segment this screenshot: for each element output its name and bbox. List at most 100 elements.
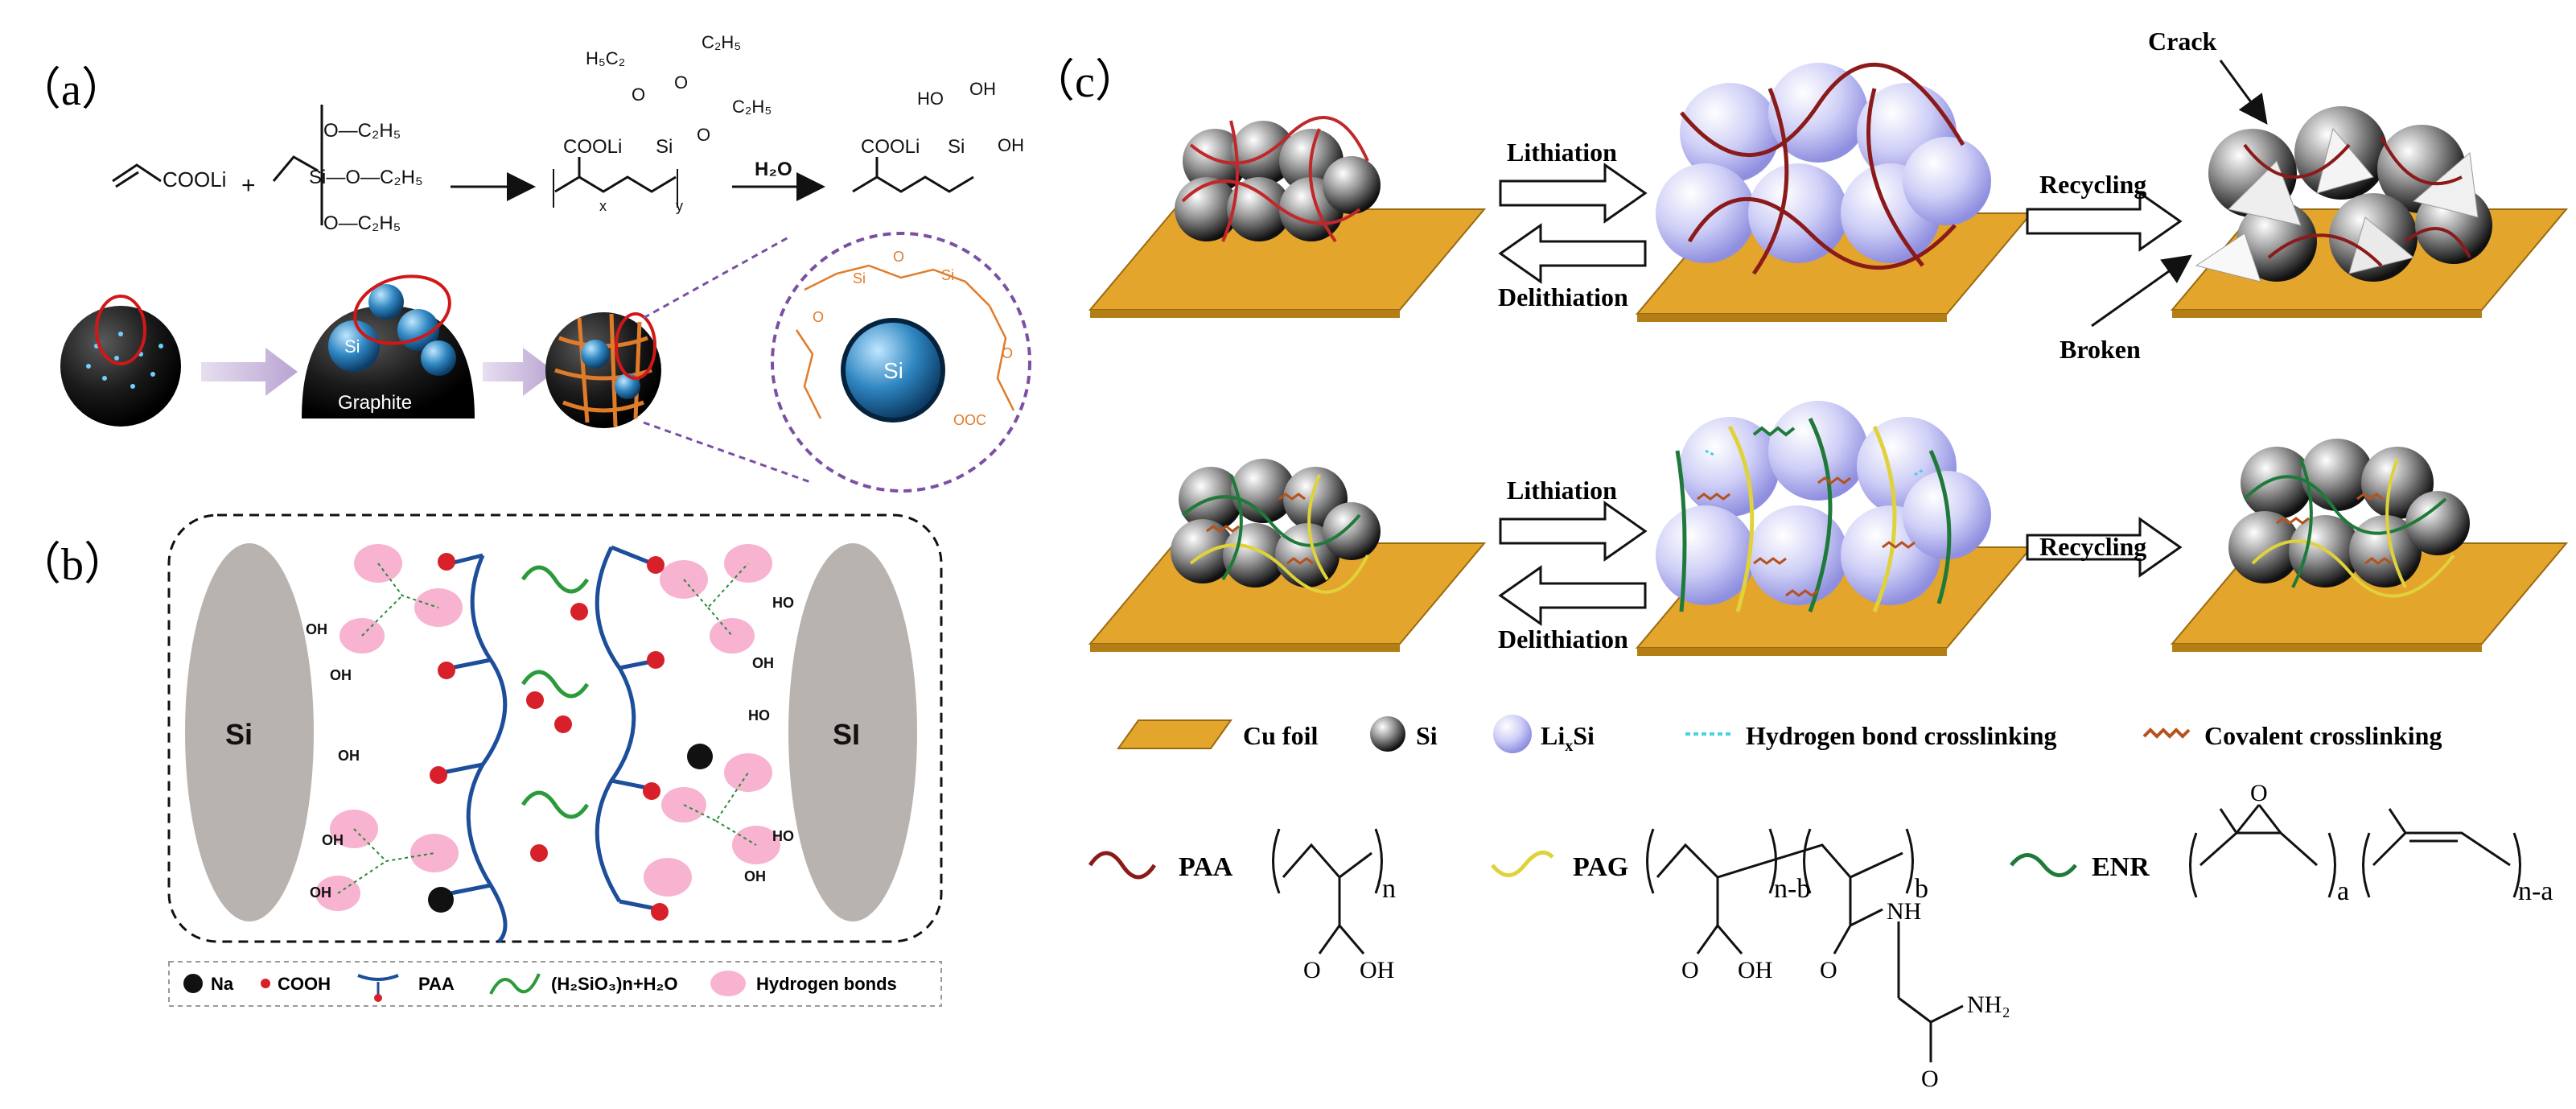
legend-na-icon xyxy=(183,974,203,993)
arrow-lithiation-1 xyxy=(1499,163,1648,224)
row1-lithiation: Lithiation xyxy=(1507,138,1617,167)
paa-structure xyxy=(1272,828,1383,954)
pag-sub-b: b xyxy=(1915,874,1928,904)
row2-delithiation: Delithiation xyxy=(1498,625,1628,653)
row2-lithiation: Lithiation xyxy=(1507,476,1617,505)
svg-text:HO: HO xyxy=(772,595,794,611)
si-right-label: SI xyxy=(833,718,860,751)
enr-sub-a: a xyxy=(2337,876,2349,906)
legend-sio-icon xyxy=(489,973,541,995)
row-1: Lithiation Delithiation Recycli xyxy=(1088,27,2569,364)
legend-lixsi-icon xyxy=(1493,715,1532,753)
paa-oh: OH xyxy=(1360,957,1394,983)
row1-delithiation: Delithiation xyxy=(1498,282,1628,311)
arrow-delithiation-2 xyxy=(1498,565,1647,626)
svg-text:OH: OH xyxy=(322,832,344,848)
si-cluster-2c xyxy=(2228,439,2470,587)
arrow-recycling-1 xyxy=(2026,191,2183,252)
legend-si: Si xyxy=(1416,721,1438,750)
legend-cu-foil-icon xyxy=(1117,719,1232,749)
copolymer-cooli: COOLi xyxy=(563,136,622,158)
svg-text:O: O xyxy=(697,125,710,145)
vinyl-triethoxysilane: O—C₂H₅ Si—O—C₂H₅ O—C₂H₅ xyxy=(272,105,423,234)
polymer-structures: PAA n O OH PAG xyxy=(1088,780,2553,1092)
reagent-water: H₂O xyxy=(755,159,792,180)
copolymer-si: Si xyxy=(656,136,673,158)
legend-hbond-icon xyxy=(710,971,746,996)
pag-o3: O xyxy=(1921,1066,1939,1092)
paa-label: PAA xyxy=(1179,852,1233,882)
strands-2a xyxy=(1181,474,1369,594)
na-dots xyxy=(428,744,713,913)
legend-paa: PAA xyxy=(418,974,455,994)
pag-structure xyxy=(1646,828,1964,1062)
product-si: Si xyxy=(948,136,965,158)
acrylate-cooli: COOLi xyxy=(163,167,226,192)
svg-text:O: O xyxy=(893,249,904,265)
surface-hydroxyls: OH OH OH OH OH HO OH HO HO OH xyxy=(306,595,794,901)
enr-structure xyxy=(2189,804,2521,898)
pag-label: PAG xyxy=(1573,852,1628,882)
pag-oh: OH xyxy=(1738,957,1772,983)
copolymer-ethoxy-3: C₂H₅ xyxy=(732,97,772,117)
panel-b-label: （b） xyxy=(16,540,129,590)
product-cooli: COOLi xyxy=(861,136,920,158)
product-ho: HO xyxy=(917,89,944,109)
row1-broken: Broken xyxy=(2060,335,2141,364)
copolymer-ethoxy-1: H₅C₂ xyxy=(586,48,625,68)
enr-o: O xyxy=(2250,780,2268,806)
strands-2c xyxy=(2243,458,2455,598)
si-particle-left xyxy=(185,543,314,921)
enr-wave-icon xyxy=(2010,853,2077,877)
legend-lixsi: LixSi xyxy=(1541,721,1595,755)
svg-text:HO: HO xyxy=(772,828,794,844)
dispersed-dots xyxy=(86,332,163,389)
legend-hbond-cross: Hydrogen bond crosslinking xyxy=(1746,721,2057,750)
svg-text:O: O xyxy=(813,309,824,325)
svg-text:OH: OH xyxy=(306,621,327,637)
paa-strands-1a xyxy=(1181,116,1369,243)
copolymer-sub-y: y xyxy=(676,198,683,214)
pag-sub-nb: n-b xyxy=(1774,874,1810,904)
svg-text:Si: Si xyxy=(853,270,866,287)
legend-paa-icon xyxy=(357,974,399,981)
svg-text:O: O xyxy=(1002,345,1013,361)
svg-text:O: O xyxy=(674,72,688,93)
panel-a-label: （a） xyxy=(16,65,126,115)
legend-cooh: COOH xyxy=(278,974,331,994)
svg-text:OH: OH xyxy=(310,884,331,901)
svg-text:OH: OH xyxy=(330,667,352,683)
paa-sub-n: n xyxy=(1382,874,1396,904)
svg-text:OH: OH xyxy=(744,868,766,884)
copolymer-ethoxy-2: C₂H₅ xyxy=(702,32,741,52)
legend-cooh-icon xyxy=(261,979,270,988)
lithium-acrylate: COOLi + xyxy=(112,163,256,199)
product-oh-1: OH xyxy=(969,79,996,99)
cooh-dots xyxy=(430,553,669,921)
row1-crack: Crack xyxy=(2148,27,2217,56)
silane-group-mid: Si—O—C₂H₅ xyxy=(309,167,423,188)
arrow-a-2 xyxy=(483,348,555,396)
panel-c: （c） Lithiation Delith xyxy=(1030,27,2569,1092)
svg-text:O: O xyxy=(632,85,645,105)
legend-cov-cross-icon xyxy=(2142,728,2191,739)
arrow-delithiation-1 xyxy=(1498,223,1647,284)
strands-2b xyxy=(1675,417,1952,612)
cracked-cluster-1c xyxy=(2195,106,2492,282)
arrow-recycling-2 xyxy=(2026,517,2183,578)
svg-text:OH: OH xyxy=(752,655,774,671)
zoom-si-label: Si xyxy=(883,358,903,383)
paa-strands-1b xyxy=(1680,63,1965,275)
paa-o: O xyxy=(1303,957,1321,983)
pag-o: O xyxy=(1681,957,1699,983)
panel-c-label: （c） xyxy=(1030,57,1140,107)
silane-group-bot: O—C₂H₅ xyxy=(323,212,401,234)
panel-c-legend: Cu foil Si LixSi Hydrogen bond crosslink… xyxy=(1117,715,2442,755)
hbond-blobs xyxy=(315,544,780,911)
row2-recycling: Recycling xyxy=(2039,532,2146,561)
product-oh-2: OH xyxy=(998,135,1024,155)
legend-sio: (H₂SiO₃)n+H₂O xyxy=(551,974,677,994)
hydrolyzed-product: COOLi Si HO OH OH xyxy=(852,79,1024,193)
panel-a: （a） COOLi + O—C₂H₅ Si—O—C₂H₅ O—C₂H₅ COOL… xyxy=(16,32,1031,493)
